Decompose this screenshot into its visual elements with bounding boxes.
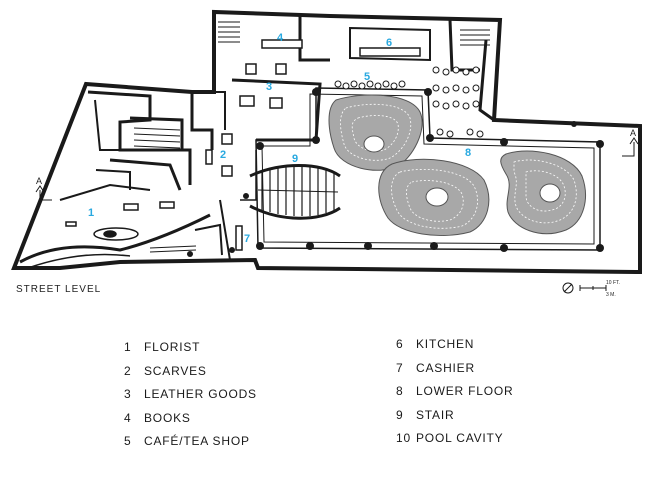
legend-label: STAIR [416,407,455,422]
interior-partitions [59,16,495,261]
legend-item: 2 SCARVES [124,364,257,388]
room-label-6: 6 [386,37,392,49]
cafe-tables [334,66,484,138]
legend-label: CAFÉ/TEA SHOP [144,434,250,448]
room-label-4: 4 [277,32,284,44]
legend-item: 4 BOOKS [124,411,257,435]
legend-num: 7 [396,360,404,375]
upper-stairs [133,21,490,253]
pool-cavities [328,94,586,237]
legend-num: 10 [396,431,411,445]
pool-cavity-c [500,150,586,235]
legend-item: 9 STAIR [396,408,513,432]
section-marker-right-label: A [630,128,636,138]
legend-num: 5 [124,434,132,448]
legend-label: KITCHEN [416,337,475,351]
room-label-7: 7 [244,233,250,245]
legend-num: 2 [124,363,132,378]
legend-item: 5 CAFÉ/TEA SHOP [124,434,257,458]
room-label-1: 1 [88,207,94,219]
legend-num: 1 [124,340,132,354]
room-label-9: 9 [292,153,298,165]
scale-m-label: 3 M. [606,292,616,298]
room-label-2: 2 [220,149,226,161]
scale-ft-label: 10 FT. [606,280,620,286]
legend-num: 4 [124,410,132,425]
legend-item: 1 FLORIST [124,340,257,364]
room-label-3: 3 [266,81,272,93]
legend-label: LEATHER GOODS [144,387,257,401]
legend-item: 7 CASHIER [396,361,513,385]
pool-cavity-a [328,94,423,171]
legend-item: 3 LEATHER GOODS [124,387,257,411]
display-fixtures [65,39,421,251]
central-stair [249,164,341,220]
legend-num: 6 [396,337,404,351]
room-labels: 1 2 3 4 5 6 7 8 9 [88,32,471,245]
plan-caption: STREET LEVEL [16,284,102,295]
legend-num: 3 [124,387,132,401]
pool-cavity-b [378,158,490,237]
room-label-8: 8 [465,147,471,159]
legend-label: BOOKS [144,410,191,425]
legend-label: LOWER FLOOR [416,384,514,398]
north-arrow-icon [562,282,574,294]
room-label-5: 5 [364,71,370,83]
section-marker-left-label: A [36,176,42,186]
legend-item: 10 POOL CAVITY [396,431,513,455]
columns [187,88,604,257]
legend-label: POOL CAVITY [416,431,504,445]
legend-item: 8 LOWER FLOOR [396,384,513,408]
legend-label: CASHIER [416,360,475,375]
legend-right-column: 6 KITCHEN 7 CASHIER 8 LOWER FLOOR 9 STAIR 10… [396,337,513,455]
legend-num: 9 [396,407,404,422]
legend-item: 6 KITCHEN [396,337,513,361]
section-marker-right: A [622,128,639,157]
legend-label: SCARVES [144,363,207,378]
floor-plan-drawing: A A 1 2 3 4 5 6 7 8 9 10 FT. [11,9,642,298]
scale-bar: 10 FT. 3 M. [579,280,620,298]
section-marker-left: A [35,176,52,201]
legend-label: FLORIST [144,340,201,354]
legend-num: 8 [396,384,404,398]
